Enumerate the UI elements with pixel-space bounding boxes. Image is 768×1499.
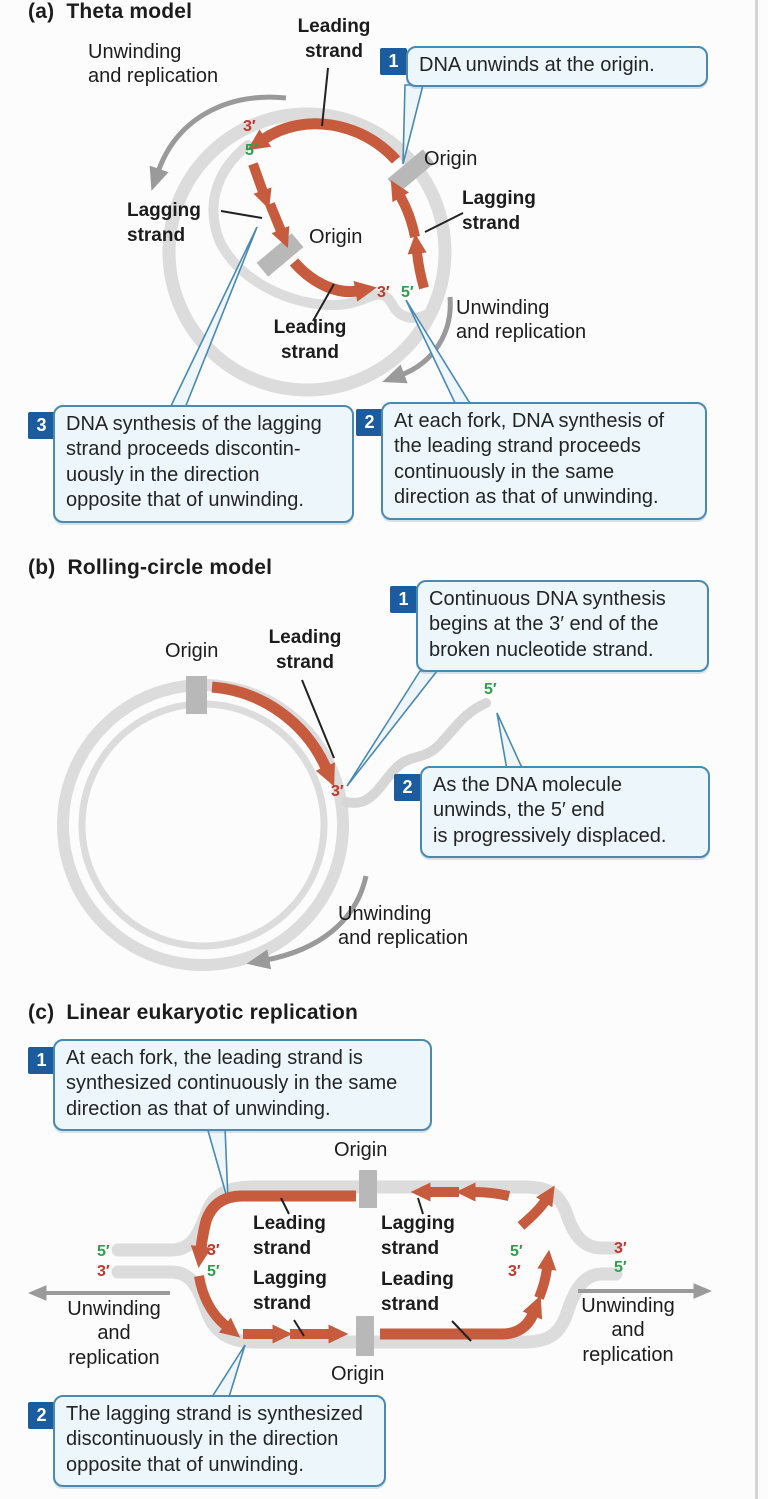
panel-b-title: (b) Rolling-circle model (28, 556, 273, 579)
c-lagging-strand-bottom-left-label: Lagging strand (253, 1268, 327, 1315)
lagging-strand-fragment-top-right-1 (455, 1182, 511, 1202)
a-origin-center-label: Origin (309, 226, 363, 248)
displaced-5prime-tail (341, 698, 491, 808)
leading-br-label-line (451, 1320, 472, 1342)
c-3prime-left-outer-label: 3′ (97, 1263, 110, 1280)
c-5prime-right-outer-label: 5′ (614, 1259, 627, 1276)
b-leading-strand-label: Leading strand (268, 627, 342, 674)
c-leading-strand-top-left-label: Leading strand (253, 1213, 326, 1260)
origin-block-center (256, 233, 304, 277)
leading-strand-bottom-arc (289, 258, 377, 302)
c-3prime-right-inner-label: 3′ (508, 1263, 521, 1280)
a-callout-2: At each fork, DNA synthesis of the leadi… (381, 402, 707, 520)
a-3prime-top-label: 3′ (243, 118, 256, 135)
b-callout-2-number: 2 (394, 774, 421, 801)
a-callout-3: DNA synthesis of the lagging strand proc… (53, 405, 354, 523)
leading-bottom-label-line (312, 283, 335, 322)
c-callout-2: The lagging strand is synthesized discon… (53, 1395, 386, 1488)
a-5prime-top-label: 5′ (245, 142, 258, 159)
lagging-bl-label-line (293, 1319, 305, 1337)
panel-a-theta-diagram (149, 67, 473, 409)
c-3prime-left-inner-label: 3′ (207, 1242, 220, 1259)
b-5prime-label: 5′ (484, 681, 497, 698)
b-callout-2: As the DNA molecule unwinds, the 5′ end … (420, 766, 710, 859)
c-callout-2-number: 2 (28, 1402, 55, 1429)
leading-label-line (301, 679, 335, 759)
lagging-strand-fragment-left-1 (248, 162, 272, 210)
leading-strand-top-arc (247, 118, 401, 164)
a-unwinding-top-left-label: Unwinding and replication (88, 41, 219, 88)
unwinding-direction-arrow-bottom-right (382, 296, 453, 384)
callout-2-pointer (210, 1344, 246, 1398)
a-leading-strand-bottom-label: Leading strand (273, 317, 347, 364)
lagging-strand-fork-left-curve (194, 1275, 241, 1338)
leading-strand-top-left (190, 1190, 356, 1269)
a-5prime-fork-label: 5′ (401, 284, 414, 301)
c-5prime-left-outer-label: 5′ (97, 1243, 110, 1260)
a-leading-strand-top-label: Leading strand (297, 16, 371, 63)
b-origin-label: Origin (165, 640, 219, 662)
c-5prime-left-inner-label: 5′ (207, 1263, 220, 1280)
a-lagging-strand-left-label: Lagging strand (127, 200, 201, 247)
theta-outer-ring (162, 107, 452, 397)
a-callout-1: DNA unwinds at the origin. (406, 46, 708, 88)
origin-block-top (359, 1170, 377, 1208)
a-lagging-strand-right-label: Lagging strand (462, 188, 536, 235)
page-edge-line (755, 0, 758, 1499)
b-callout-1: Continuous DNA synthesis begins at the 3… (416, 580, 709, 673)
leading-strand-arc (211, 681, 335, 787)
leading-strand-fork-right-1 (534, 1249, 557, 1300)
a-callout-2-number: 2 (356, 409, 383, 436)
c-5prime-right-inner-label: 5′ (510, 1243, 523, 1260)
panel-b-rolling-circle-diagram (57, 670, 525, 971)
a-3prime-fork-label: 3′ (377, 284, 390, 301)
b-3prime-label: 3′ (331, 783, 344, 800)
panel-a-title: (a) Theta model (28, 0, 193, 23)
lagging-tr-label-line (417, 1197, 424, 1215)
c-callout-1-number: 1 (28, 1047, 55, 1074)
panel-c-linear-diagram (28, 1126, 712, 1398)
c-3prime-right-outer-label: 3′ (614, 1240, 627, 1257)
lagging-strand-fragment-left-2 (265, 202, 290, 248)
c-origin-top-label: Origin (334, 1139, 388, 1161)
panel-c-title: (c) Linear eukaryotic replication (28, 1001, 359, 1024)
origin-block-bottom (356, 1316, 374, 1356)
c-leading-strand-bottom-right-label: Leading strand (381, 1269, 454, 1316)
leading-tl-label-line (280, 1197, 290, 1215)
lagging-left-label-line (220, 210, 263, 219)
theta-inner-template-strand (208, 140, 439, 323)
lagging-strand-fragment-right-1 (407, 233, 429, 290)
b-unwinding-label: Unwinding and replication (338, 903, 469, 950)
c-origin-bottom-label: Origin (331, 1363, 385, 1385)
unwinding-direction-arrow (246, 875, 369, 970)
a-callout-3-number: 3 (28, 412, 55, 439)
unwinding-direction-arrow-top-left (149, 94, 287, 191)
rolling-circle-inner-ring (78, 700, 328, 950)
a-callout-1-number: 1 (380, 48, 407, 75)
leading-top-label-line (321, 67, 329, 127)
c-unwinding-right-label: Unwinding and replication (581, 1295, 675, 1366)
c-unwinding-left-label: Unwinding and replication (67, 1298, 161, 1369)
leading-strand-fork-right-2 (517, 1185, 555, 1230)
c-lagging-strand-top-right-label: Lagging strand (381, 1213, 455, 1260)
origin-block (186, 676, 207, 714)
leading-strand-bottom-right (380, 1295, 543, 1340)
c-callout-1: At each fork, the leading strand is synt… (53, 1039, 432, 1132)
a-unwinding-right-label: Unwinding and replication (456, 297, 587, 344)
lagging-right-label-line (424, 212, 464, 233)
callout-2-pointer (496, 712, 525, 771)
b-callout-1-number: 1 (390, 586, 417, 613)
a-origin-right-label: Origin (424, 148, 478, 170)
lagging-strand-fragment-right-2 (390, 180, 420, 239)
